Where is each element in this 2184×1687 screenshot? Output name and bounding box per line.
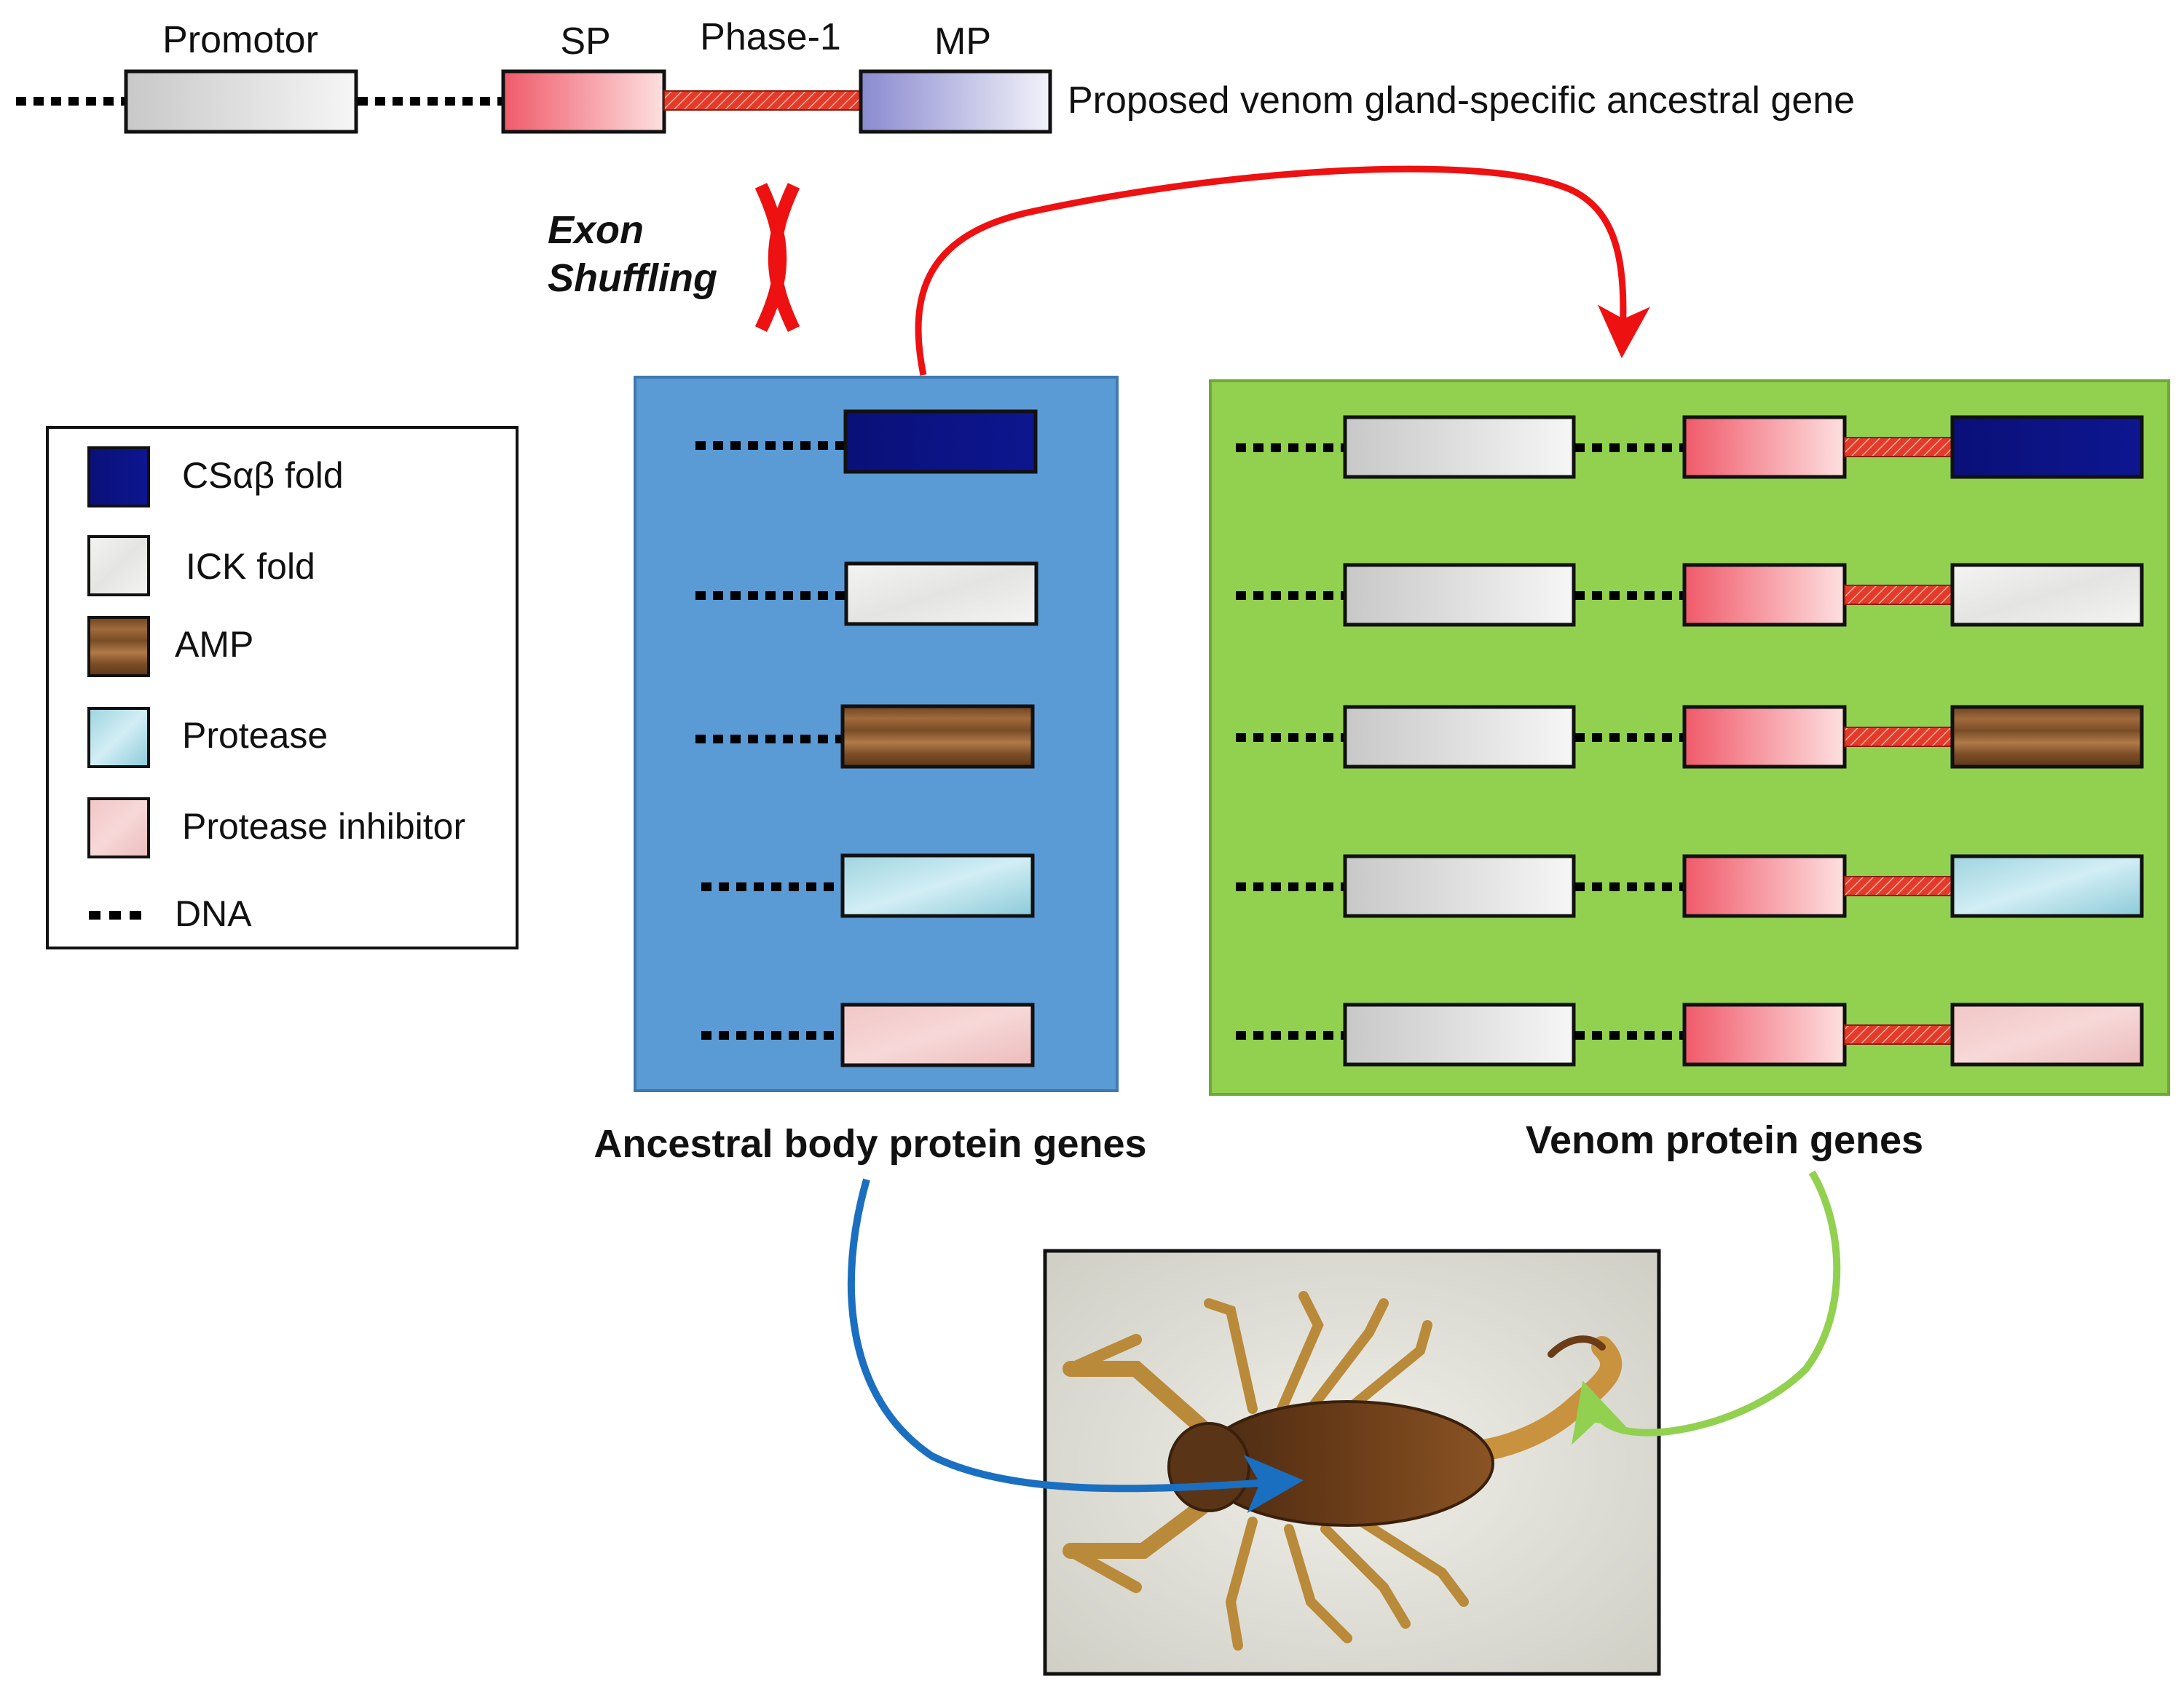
ancestral-panel [634,376,1119,1092]
legend-label-ick: ICK fold [186,546,315,587]
legend: CSαβ fold ICK fold AMP Protease Protease… [46,426,519,949]
phase1-linker [1844,1024,1953,1045]
sp-label: SP [560,20,610,63]
venom-panel-title: Venom protein genes [1526,1118,1923,1162]
legend-label-csab: CSαβ fold [182,455,344,496]
legend-box [46,426,519,949]
promoter-block [1343,1003,1576,1067]
protease-block [840,853,1035,918]
ick-fold-block [1950,563,2144,627]
phase1-linker [663,90,862,111]
promoter-block [124,69,358,134]
csab-fold-block [1950,415,2144,479]
ancestral-panel-title: Ancestral body protein genes [594,1122,1146,1166]
sp-block [501,69,666,134]
ick-fold-block [844,561,1038,626]
venom-panel [1209,379,2170,1096]
csab-fold-block [843,409,1038,474]
promoter-block [1343,563,1576,627]
legend-swatch-csab [87,446,150,507]
legend-label-amp: AMP [175,624,253,665]
legend-label-dna: DNA [175,893,252,934]
amp-block [1950,705,2144,769]
venom-arrow [1572,1170,1841,1445]
promoter-block [1343,854,1576,918]
phase1-linker [1844,876,1953,896]
sp-block [1682,705,1847,769]
cross-icon [754,183,800,332]
exon-shuffling-line2: Shuffling [548,256,717,300]
exon-shuffling: Exon Shuffling [548,183,800,332]
sp-block [1682,1003,1847,1067]
protease-inhibitor-block [840,1003,1035,1067]
legend-swatch-ick [87,535,150,596]
legend-swatch-protease [87,707,150,768]
phase1-linker [1844,437,1953,457]
protease-inhibitor-block [1950,1003,2144,1067]
legend-label-protease-inhibitor: Protease inhibitor [182,806,465,847]
amp-block [840,704,1035,769]
phase1-label: Phase-1 [700,16,841,58]
body-arrow [847,1178,1304,1514]
scorpion-head [1167,1422,1250,1512]
shuffle-arrow [915,165,1650,376]
legend-swatch-protease-inhibitor [87,797,150,858]
phase1-linker [1844,727,1953,747]
sp-block [1682,415,1847,479]
legend-label-protease: Protease [182,715,328,756]
legend-swatch-amp [87,616,150,677]
exon-shuffling-line1: Exon [548,208,644,252]
ancestral-gene: Promotor SP Phase-1 MP Proposed venom gl… [16,16,1855,134]
mp-block [859,69,1052,134]
sp-block [1682,563,1847,627]
protease-block [1950,854,2144,918]
promoter-block [1343,705,1576,769]
scorpion-photo [1043,1249,1661,1676]
gene-caption: Proposed venom gland-specific ancestral … [1068,79,1855,122]
sp-block [1682,854,1847,918]
mp-label: MP [934,20,991,63]
phase1-linker [1844,585,1953,605]
promoter-block [1343,415,1576,479]
promoter-label: Promotor [162,19,318,61]
